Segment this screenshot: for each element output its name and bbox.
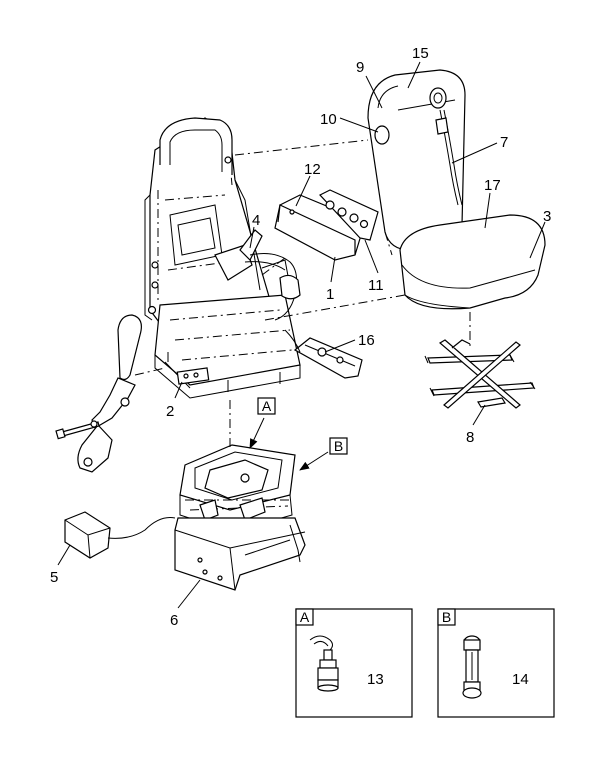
detail-tag-b: B bbox=[442, 609, 451, 625]
seat-back-frame bbox=[144, 117, 271, 331]
callout-1: 1 bbox=[326, 286, 334, 303]
callout-10: 10 bbox=[320, 111, 337, 128]
callout-labels: 1 2 3 4 5 6 7 8 9 10 11 12 13 14 15 16 1… bbox=[50, 45, 551, 688]
detail-view-a: A bbox=[295, 608, 413, 718]
armrest bbox=[274, 189, 379, 261]
callout-8: 8 bbox=[466, 429, 474, 446]
callout-12: 12 bbox=[304, 161, 321, 178]
detail-frame-a bbox=[295, 608, 413, 718]
callout-17: 17 bbox=[484, 177, 501, 194]
leader-lines bbox=[57, 61, 546, 679]
callout-6: 6 bbox=[170, 612, 178, 629]
backrest-cushion bbox=[367, 69, 466, 256]
assembly-dash-lines bbox=[229, 139, 471, 450]
callout-9: 9 bbox=[356, 59, 364, 76]
callout-3: 3 bbox=[543, 208, 551, 225]
detail-frame-b bbox=[437, 608, 555, 718]
seat-spring-frame bbox=[424, 339, 536, 409]
callout-14: 14 bbox=[512, 671, 529, 688]
shock-absorber-14 bbox=[462, 635, 482, 699]
recliner-mechanism bbox=[214, 229, 301, 321]
callout-4: 4 bbox=[252, 212, 260, 229]
seat-cushion-frame bbox=[154, 294, 301, 399]
air-valve-13 bbox=[309, 635, 339, 692]
callout-7: 7 bbox=[500, 134, 508, 151]
view-tag-a: A bbox=[262, 398, 272, 414]
air-compressor bbox=[64, 511, 176, 559]
view-arrow-a: A bbox=[249, 397, 276, 449]
detail-view-b: B bbox=[437, 608, 555, 718]
callout-15: 15 bbox=[412, 45, 429, 62]
view-tag-b: B bbox=[334, 438, 343, 454]
callout-5: 5 bbox=[50, 569, 58, 586]
side-armrest-assembly bbox=[55, 314, 166, 473]
seat-suspension bbox=[179, 444, 296, 533]
callout-2: 2 bbox=[166, 403, 174, 420]
callout-13: 13 bbox=[367, 671, 384, 688]
callout-11: 11 bbox=[368, 277, 384, 294]
seat-cushion bbox=[399, 214, 546, 310]
callout-16: 16 bbox=[358, 332, 375, 349]
view-arrow-b: B bbox=[299, 437, 348, 471]
seat-riser-base bbox=[174, 517, 306, 591]
detail-tag-a: A bbox=[300, 609, 310, 625]
